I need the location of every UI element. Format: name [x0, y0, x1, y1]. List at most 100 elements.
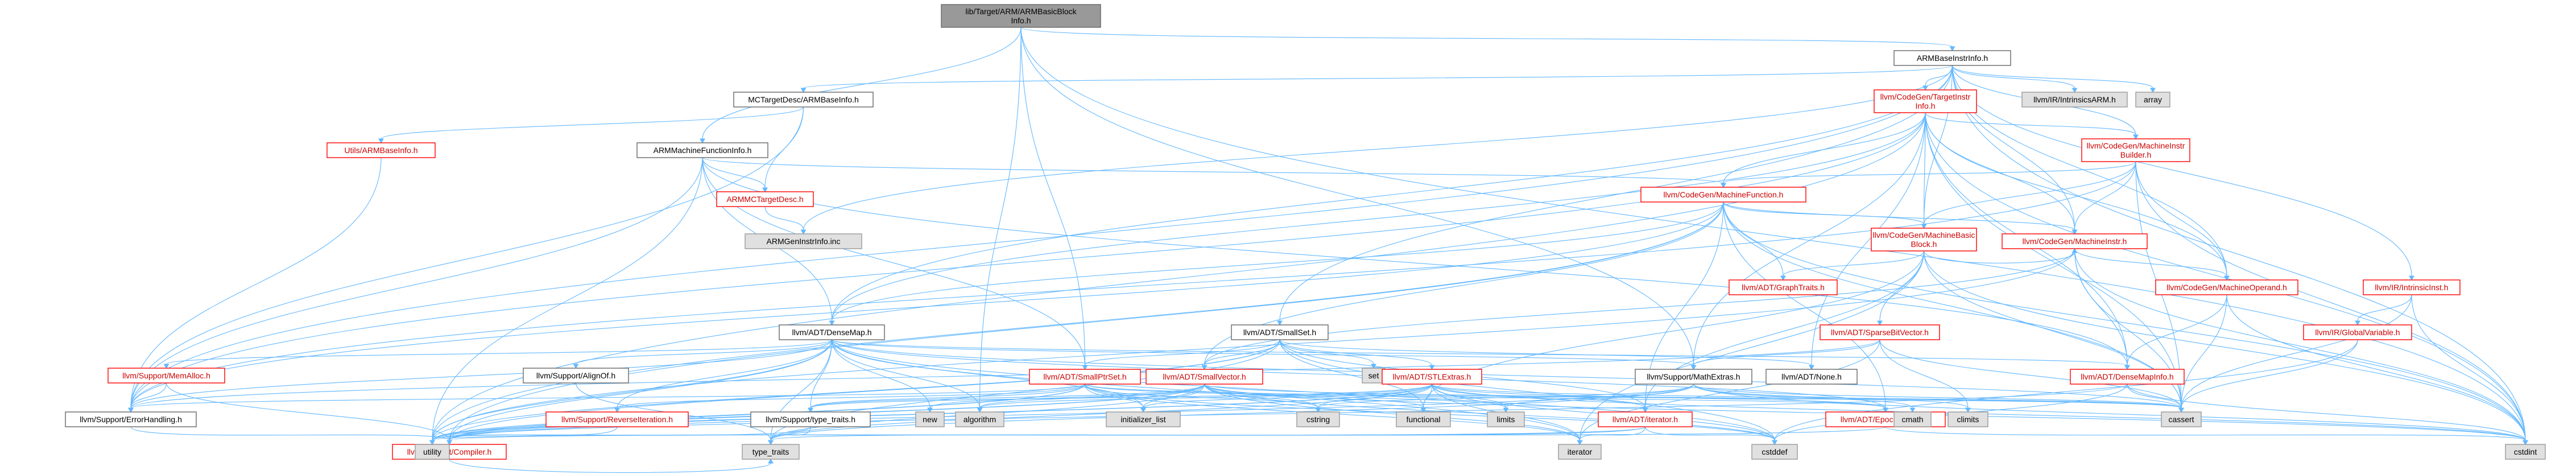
node-mathextras[interactable]: llvm/Support/MathExtras.h	[1635, 369, 1752, 385]
node-label: MCTargetDesc/ARMBaseInfo.h	[748, 95, 859, 104]
node-label: type_traits	[752, 447, 789, 456]
node-box	[2161, 411, 2202, 427]
node-box	[545, 411, 689, 427]
edge-armbase-to-smallset	[1277, 65, 1953, 326]
edge-smallset-to-stlextras	[1279, 339, 1435, 370]
edge-stlextras-to-cassert	[1431, 384, 2184, 413]
node-alignof[interactable]: llvm/Support/AlignOf.h	[523, 368, 629, 384]
node-label: llvm/ADT/DenseMap.h	[792, 328, 871, 337]
node-box	[1029, 369, 1141, 385]
node-label: Block.h	[1911, 240, 1937, 249]
node-label: llvm/CodeGen/MachineInstr	[2087, 141, 2185, 150]
node-label: Utils/ARMBaseInfo.h	[344, 146, 417, 155]
node-box	[1820, 324, 1940, 340]
node-algorithm: algorithm	[955, 411, 1004, 427]
node-box	[2155, 279, 2298, 295]
edge-armbase-to-armgen	[800, 65, 1953, 235]
edge-gv-to-cstddef	[1772, 339, 2358, 446]
node-memalloc[interactable]: llvm/Support/MemAlloc.h	[107, 368, 225, 384]
node-smallvector[interactable]: llvm/ADT/SmallVector.h	[1146, 369, 1263, 385]
node-box	[2070, 369, 2185, 385]
node-box	[326, 142, 436, 158]
node-box	[107, 368, 225, 384]
node-box	[1635, 369, 1752, 385]
node-armmctd[interactable]: ARMMCTargetDesc.h	[716, 191, 814, 207]
node-label: climits	[1957, 415, 1979, 424]
edge-intrinsicinst-to-cassert	[2178, 294, 2412, 413]
node-intrinsicinst[interactable]: llvm/IR/IntrinsicInst.h	[2363, 279, 2461, 295]
node-label: limits	[1497, 415, 1515, 424]
node-armbase[interactable]: ARMBaseInstrInfo.h	[1893, 50, 2011, 66]
edge-densemap-to-utility	[429, 339, 833, 446]
edge-mf-to-utility	[429, 201, 1724, 446]
edge-armmfi-to-utility	[429, 157, 703, 446]
edge-tii-to-mi	[1925, 112, 2078, 235]
node-armgen: ARMGenInstrInfo.inc	[745, 233, 862, 249]
edge-mo-to-densemapinfo	[2124, 294, 2227, 370]
node-armmfi[interactable]: ARMMachineFunctionInfo.h	[636, 142, 768, 158]
node-adtnone[interactable]: llvm/ADT/None.h	[1765, 369, 1858, 385]
edge-sparsebv-to-mathextras	[1690, 339, 1880, 370]
node-box	[1487, 411, 1525, 427]
edge-compiler-to-stdtypetraits	[449, 458, 774, 473]
edge-armbase-to-tii	[1922, 65, 1953, 91]
node-set: set	[1362, 368, 1386, 384]
edge-smallset-to-smallvector	[1201, 339, 1280, 370]
edge-mi-to-mo	[2074, 248, 2230, 281]
node-box	[750, 411, 871, 427]
node-densemap[interactable]: llvm/ADT/DenseMap.h	[779, 324, 885, 340]
node-limits: limits	[1487, 411, 1525, 427]
node-label: new	[923, 415, 938, 424]
node-graphtraits[interactable]: llvm/ADT/GraphTraits.h	[1729, 279, 1838, 295]
node-array: array	[2135, 92, 2170, 108]
node-label: llvm/ADT/None.h	[1781, 372, 1842, 381]
node-box	[716, 191, 814, 207]
node-label: Builder.h	[2120, 150, 2151, 159]
node-box	[636, 142, 768, 158]
node-reviter[interactable]: llvm/Support/ReverseIteration.h	[545, 411, 689, 427]
node-errorhandling[interactable]: llvm/Support/ErrorHandling.h	[65, 411, 197, 427]
node-label: llvm/ADT/GraphTraits.h	[1742, 283, 1825, 292]
node-cstdint: cstdint	[2505, 444, 2546, 460]
node-sparsebv[interactable]: llvm/ADT/SparseBitVector.h	[1820, 324, 1940, 340]
edge-armmfi-to-mf	[702, 157, 1726, 188]
node-smallptrset[interactable]: llvm/ADT/SmallPtrSet.h	[1029, 369, 1141, 385]
edge-smallset-to-smallptrset	[1082, 339, 1280, 370]
node-typetraits[interactable]: llvm/Support/type_traits.h	[750, 411, 871, 427]
node-mi[interactable]: llvm/CodeGen/MachineInstr.h	[2002, 233, 2148, 249]
node-mf[interactable]: llvm/CodeGen/MachineFunction.h	[1640, 187, 1806, 203]
node-box	[941, 4, 1101, 28]
node-densemapinfo[interactable]: llvm/ADT/DenseMapInfo.h	[2070, 369, 2185, 385]
edge-armmfi-to-smallptrset	[702, 157, 1088, 370]
node-smallset[interactable]: llvm/ADT/SmallSet.h	[1231, 324, 1329, 340]
edge-stlextras-to-limits	[1431, 384, 1509, 413]
edge-mcbase-to-utilsbase	[378, 106, 804, 144]
node-stdtypetraits: type_traits	[742, 444, 800, 460]
node-box	[1947, 411, 1988, 427]
edge-mf-to-mi	[1723, 201, 2078, 235]
node-label: llvm/CodeGen/MachineFunction.h	[1664, 190, 1784, 199]
node-adtiterator[interactable]: llvm/ADT/iterator.h	[1598, 411, 1693, 427]
edge-armbase-to-intrarm	[1951, 65, 2078, 93]
node-box	[733, 92, 874, 108]
edge-root-to-armbase	[1020, 27, 1955, 52]
node-mo[interactable]: llvm/CodeGen/MachineOperand.h	[2155, 279, 2298, 295]
edge-adtiterator-to-stdtypetraits	[768, 426, 1646, 446]
node-label: cstddef	[1762, 447, 1787, 456]
edge-smallvector-to-new	[927, 384, 1205, 413]
node-mcbase[interactable]: MCTargetDesc/ARMBaseInfo.h	[733, 92, 874, 108]
edge-root-to-algorithm	[977, 27, 1022, 413]
node-label: llvm/Support/MathExtras.h	[1647, 372, 1740, 381]
node-label: cstdint	[2514, 447, 2537, 456]
node-box	[1765, 369, 1858, 385]
edge-root-to-smallptrset	[1020, 27, 1088, 370]
node-stlextras[interactable]: llvm/ADT/STLExtras.h	[1382, 369, 1482, 385]
node-gv[interactable]: llvm/IR/GlobalVariable.h	[2303, 324, 2412, 340]
node-label: llvm/ADT/SmallVector.h	[1163, 372, 1246, 381]
node-utilsbase[interactable]: Utils/ARMBaseInfo.h	[326, 142, 436, 158]
